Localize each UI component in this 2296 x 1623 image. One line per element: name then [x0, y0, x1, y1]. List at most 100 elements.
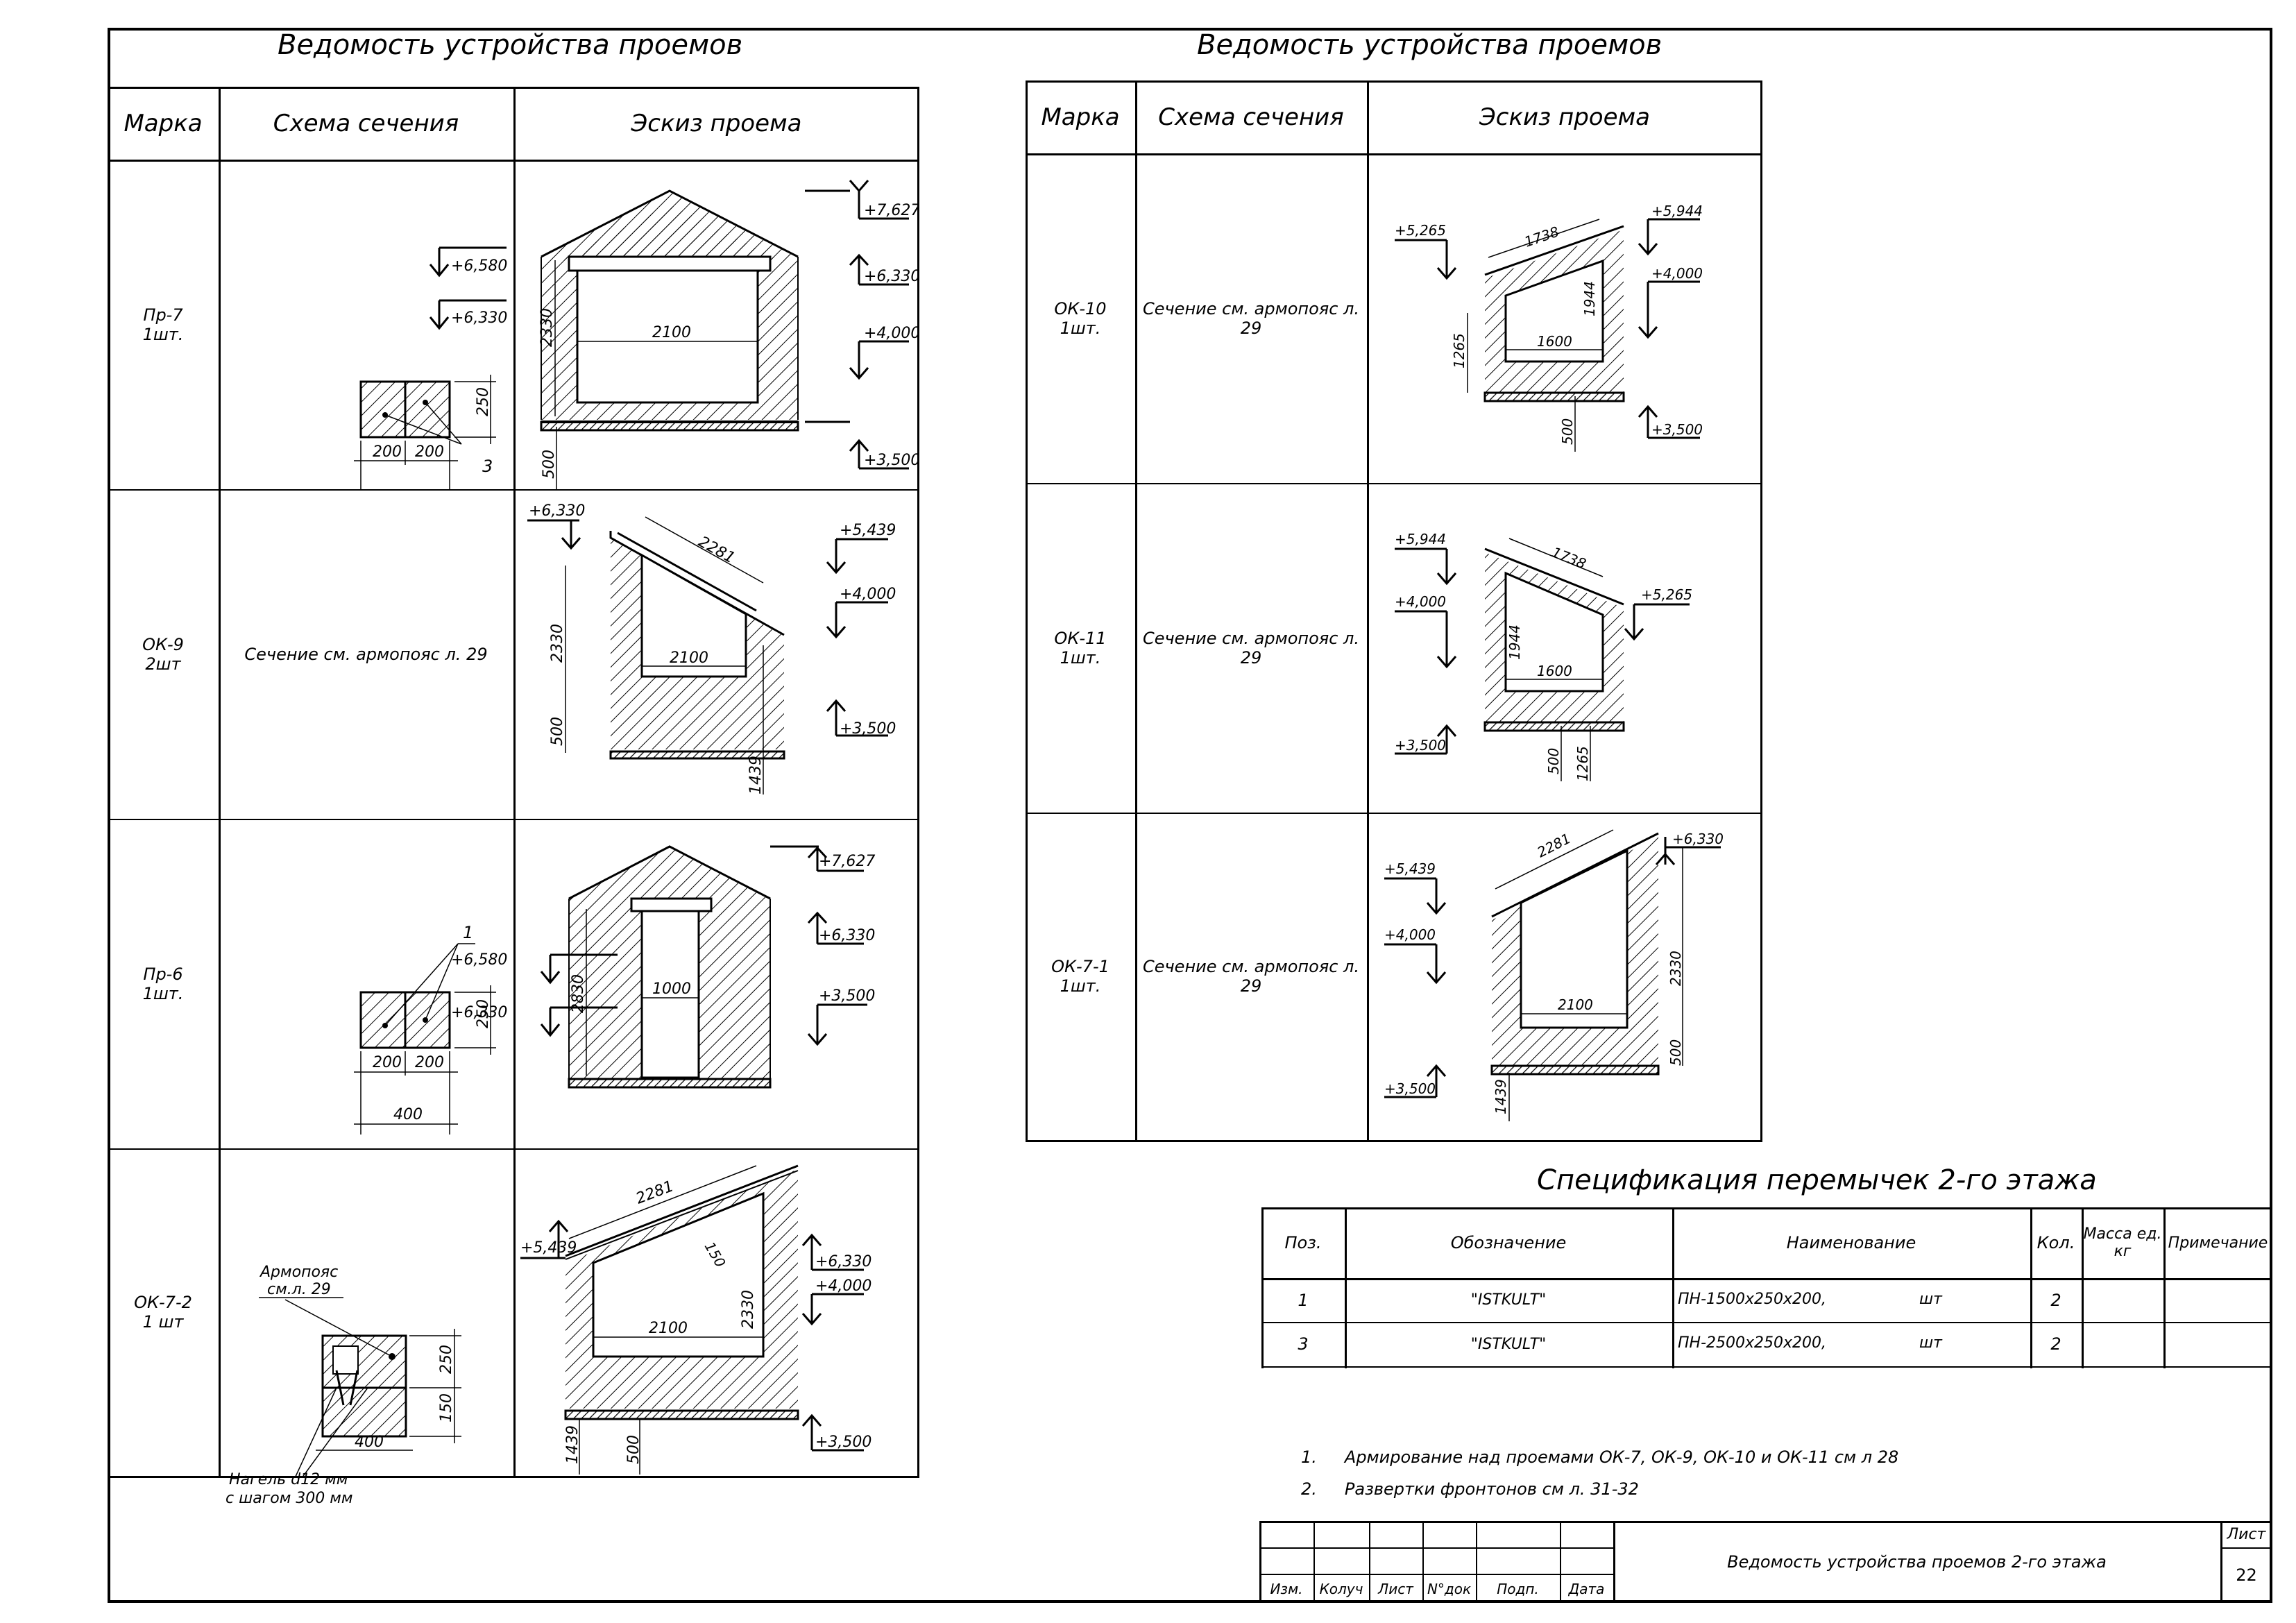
svg-text:1944: 1944: [1581, 281, 1598, 316]
svg-text:+5,439: +5,439: [520, 1239, 577, 1257]
stamp-sheet-label: Лист: [2227, 1525, 2266, 1543]
left-header-section: Схема сечения: [273, 109, 459, 137]
svg-text:2330: 2330: [1667, 951, 1684, 986]
spec-row-name: ПН-2500х250х200,: [1678, 1334, 1827, 1352]
ok72-note-line1: Нагель d12 мм: [229, 1471, 348, 1488]
ok71-sketch: 2281 2100 2330 500 1439 +6,330 +5,439 +4…: [1384, 829, 1724, 1121]
stamp-col: Дата: [1568, 1581, 1605, 1597]
svg-text:1600: 1600: [1537, 663, 1572, 679]
svg-text:2281: 2281: [1534, 830, 1573, 860]
svg-text:1439: 1439: [1493, 1079, 1509, 1114]
svg-text:2830: 2830: [570, 974, 587, 1013]
svg-text:+3,500: +3,500: [819, 987, 875, 1005]
stamp-title: Ведомость устройства проемов 2-го этажа: [1727, 1552, 2107, 1572]
spec-row-code: "ISTKULT": [1470, 1335, 1547, 1353]
svg-text:1439: 1439: [747, 756, 765, 794]
svg-text:1265: 1265: [1574, 746, 1591, 781]
svg-text:+5,265: +5,265: [1395, 222, 1446, 239]
left-header-sketch: Эскиз проема: [631, 109, 802, 137]
title-block: Изм. Колуч Лист N°док Подп. Дата Ведомос…: [1259, 1521, 2272, 1603]
svg-text:Армопояс: Армопояс: [259, 1264, 338, 1281]
svg-text:+6,330: +6,330: [815, 1253, 871, 1271]
svg-text:500: 500: [549, 717, 566, 746]
svg-text:2281: 2281: [695, 533, 738, 567]
svg-text:+4,000: +4,000: [1384, 926, 1436, 943]
svg-text:+3,500: +3,500: [1651, 421, 1703, 438]
left-table-title: Ведомость устройства проемов: [278, 29, 743, 61]
right-header-section: Схема сечения: [1158, 103, 1344, 131]
spec-row-unit: шт: [1919, 1291, 1942, 1308]
pr6-section-drawing: 1 200 200 400 250: [354, 923, 496, 1135]
svg-text:+5,439: +5,439: [1384, 860, 1436, 877]
spec-row-unit: шт: [1919, 1334, 1942, 1352]
spec-title: Спецификация перемычек 2-го этажа: [1537, 1164, 2097, 1196]
svg-text:+3,500: +3,500: [864, 452, 919, 469]
svg-text:2281: 2281: [633, 1178, 676, 1207]
spec-header-note: Примечание: [2168, 1234, 2268, 1252]
svg-text:+3,500: +3,500: [840, 720, 896, 738]
spec-row-qty: 2: [2050, 1290, 2061, 1310]
spec-header-qty: Кол.: [2036, 1233, 2075, 1252]
svg-text:+6,330: +6,330: [819, 927, 875, 944]
svg-text:+4,000: +4,000: [1395, 593, 1446, 610]
ok11-sketch: 1738 1600 1944 500 1265 +5,944 +5,265 +4…: [1395, 531, 1692, 781]
pr6-sketch: 2830 1000 +7,627 +6,330 +3,500: [568, 845, 875, 1089]
svg-text:400: 400: [393, 1106, 423, 1123]
drawing-frame: [108, 28, 2272, 1603]
svg-text:+6,330: +6,330: [529, 502, 585, 520]
svg-text:1000: 1000: [652, 980, 691, 998]
svg-text:2330: 2330: [740, 1290, 757, 1329]
svg-text:200: 200: [373, 1054, 402, 1071]
svg-text:+5,439: +5,439: [840, 522, 896, 539]
svg-text:1738: 1738: [1522, 223, 1561, 250]
left-row-section-text: Сечение см. армопояс л. 29: [244, 644, 488, 664]
svg-text:200: 200: [373, 443, 402, 461]
svg-text:2100: 2100: [670, 649, 708, 667]
svg-text:500: 500: [541, 450, 558, 479]
stamp-col: Колуч: [1319, 1581, 1363, 1597]
svg-text:1439: 1439: [564, 1425, 581, 1464]
svg-text:1944: 1944: [1506, 624, 1523, 660]
spec-row-qty: 2: [2050, 1334, 2061, 1354]
spec-header-code: Обозначение: [1450, 1233, 1567, 1252]
svg-text:+7,627: +7,627: [864, 202, 919, 219]
pr7-section-levels: +6,580 +6,330: [429, 246, 507, 330]
svg-text:+6,330: +6,330: [451, 309, 507, 327]
svg-text:+4,000: +4,000: [815, 1277, 871, 1295]
pr6-section-levels: +6,580 +6,330: [451, 951, 618, 1037]
svg-text:+3,500: +3,500: [1384, 1080, 1436, 1097]
svg-text:1600: 1600: [1537, 333, 1572, 350]
stamp-col: Изм.: [1270, 1581, 1303, 1597]
svg-text:+5,265: +5,265: [1641, 586, 1692, 603]
svg-text:+4,000: +4,000: [864, 325, 919, 342]
ok10-sketch: 1738 1600 1944 1265 500 +5,265 +5,944 +4…: [1395, 203, 1703, 452]
svg-text:400: 400: [355, 1434, 384, 1451]
svg-text:2100: 2100: [649, 1320, 688, 1337]
svg-text:500: 500: [625, 1435, 643, 1464]
svg-text:+3,500: +3,500: [815, 1434, 871, 1451]
svg-text:500: 500: [1545, 748, 1562, 774]
spec-row-name: ПН-1500х250х200,: [1678, 1291, 1827, 1308]
spec-row-pos: 1: [1298, 1290, 1309, 1310]
ok72-note-line2: с шагом 300 мм: [226, 1490, 353, 1507]
svg-text:250: 250: [475, 387, 492, 416]
svg-text:+4,000: +4,000: [1651, 265, 1703, 282]
svg-text:+4,000: +4,000: [840, 586, 896, 603]
svg-text:+5,944: +5,944: [1395, 531, 1446, 547]
svg-text:1: 1: [463, 923, 473, 942]
svg-text:+7,627: +7,627: [819, 853, 875, 870]
svg-text:3: 3: [482, 457, 493, 476]
right-row-section-text: Сечение см. армопояс л. 29: [1142, 957, 1360, 996]
stamp-col: N°док: [1427, 1581, 1472, 1597]
left-header-mark: Марка: [124, 109, 203, 137]
right-row-section-text: Сечение см. армопояс л. 29: [1142, 628, 1360, 668]
svg-text:+3,500: +3,500: [1395, 737, 1446, 754]
